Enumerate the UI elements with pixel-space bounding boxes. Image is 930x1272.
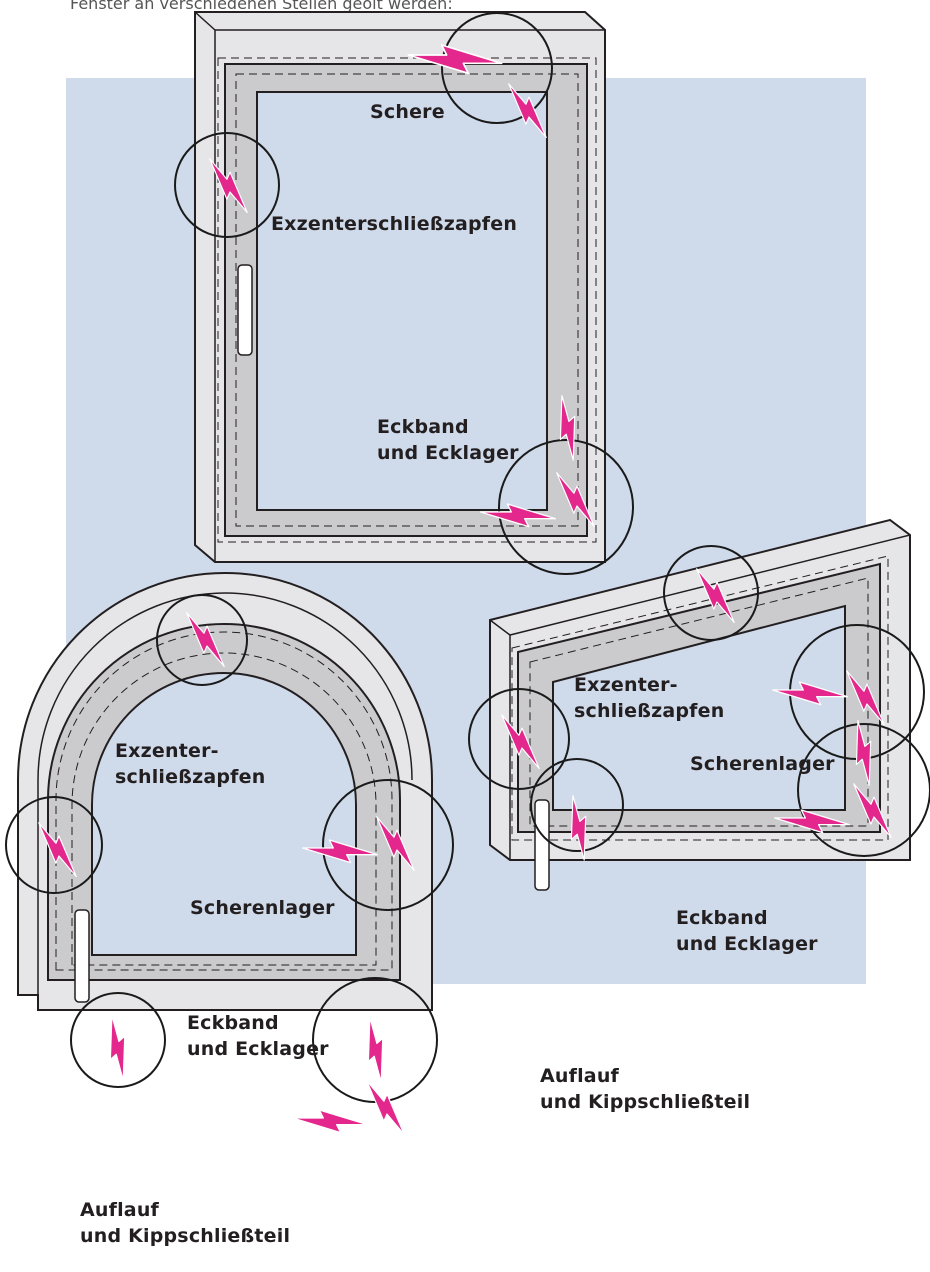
arch-window-circle-hinge xyxy=(312,977,438,1103)
label-arch-exzenter-1: Exzenter- xyxy=(115,740,219,762)
right-window-circle-top xyxy=(663,545,759,641)
label-arch-exzenter-2: schließzapfen xyxy=(115,766,266,788)
label-right-scherenlager: Scherenlager xyxy=(690,753,835,775)
label-top-eckband-1: Eckband xyxy=(377,416,469,438)
label-arch-eckband-1: Eckband xyxy=(187,1012,279,1034)
label-right-auflauf-2: und Kippschließteil xyxy=(540,1091,751,1113)
label-right-eckband-2: und Ecklager xyxy=(676,933,818,955)
right-window-circle-hinge xyxy=(797,723,930,857)
label-top-exzenter: Exzenterschließzapfen xyxy=(271,213,518,235)
arrow-arch-8 xyxy=(98,1012,137,1084)
top-window-circle-scissor xyxy=(441,12,553,124)
arch-window-circle-scissor xyxy=(322,779,454,911)
label-right-eckband-1: Eckband xyxy=(676,907,768,929)
arrow-arch-7 xyxy=(291,1109,369,1134)
arch-window xyxy=(5,572,454,1141)
arch-window-circle-eccentric xyxy=(5,796,103,894)
arrow-arch-5 xyxy=(356,1014,395,1086)
label-arch-scherenlager: Scherenlager xyxy=(190,897,335,919)
arch-window-glass xyxy=(91,672,357,956)
top-window xyxy=(174,11,634,575)
arch-window-circle-tilt xyxy=(70,992,166,1088)
top-window-handle xyxy=(237,264,253,356)
clipped-intro-text: Fenster an verschiedenen Stellen geölt w… xyxy=(70,0,453,13)
label-arch-auflauf-2: und Kippschließteil xyxy=(80,1225,291,1247)
arch-window-circle-top xyxy=(156,594,248,686)
arrow-arch-6 xyxy=(355,1074,416,1141)
label-arch-eckband-2: und Ecklager xyxy=(187,1038,329,1060)
label-right-exzenter-1: Exzenter- xyxy=(574,674,678,696)
label-top-eckband-2: und Ecklager xyxy=(377,442,519,464)
top-window-circle-hinge xyxy=(498,439,634,575)
right-window xyxy=(468,518,930,891)
top-window-circle-eccentric xyxy=(174,132,280,238)
label-right-exzenter-2: schließzapfen xyxy=(574,700,725,722)
label-arch-auflauf-1: Auflauf xyxy=(80,1199,160,1221)
arch-window-handle xyxy=(74,909,90,1003)
right-window-circle-tilt xyxy=(530,758,624,852)
label-right-auflauf-1: Auflauf xyxy=(540,1065,620,1087)
right-window-glass xyxy=(552,604,846,811)
right-window-circle-eccentric xyxy=(468,688,570,790)
label-schere: Schere xyxy=(370,101,445,123)
top-window-glass xyxy=(256,91,548,511)
right-window-handle xyxy=(534,799,550,891)
